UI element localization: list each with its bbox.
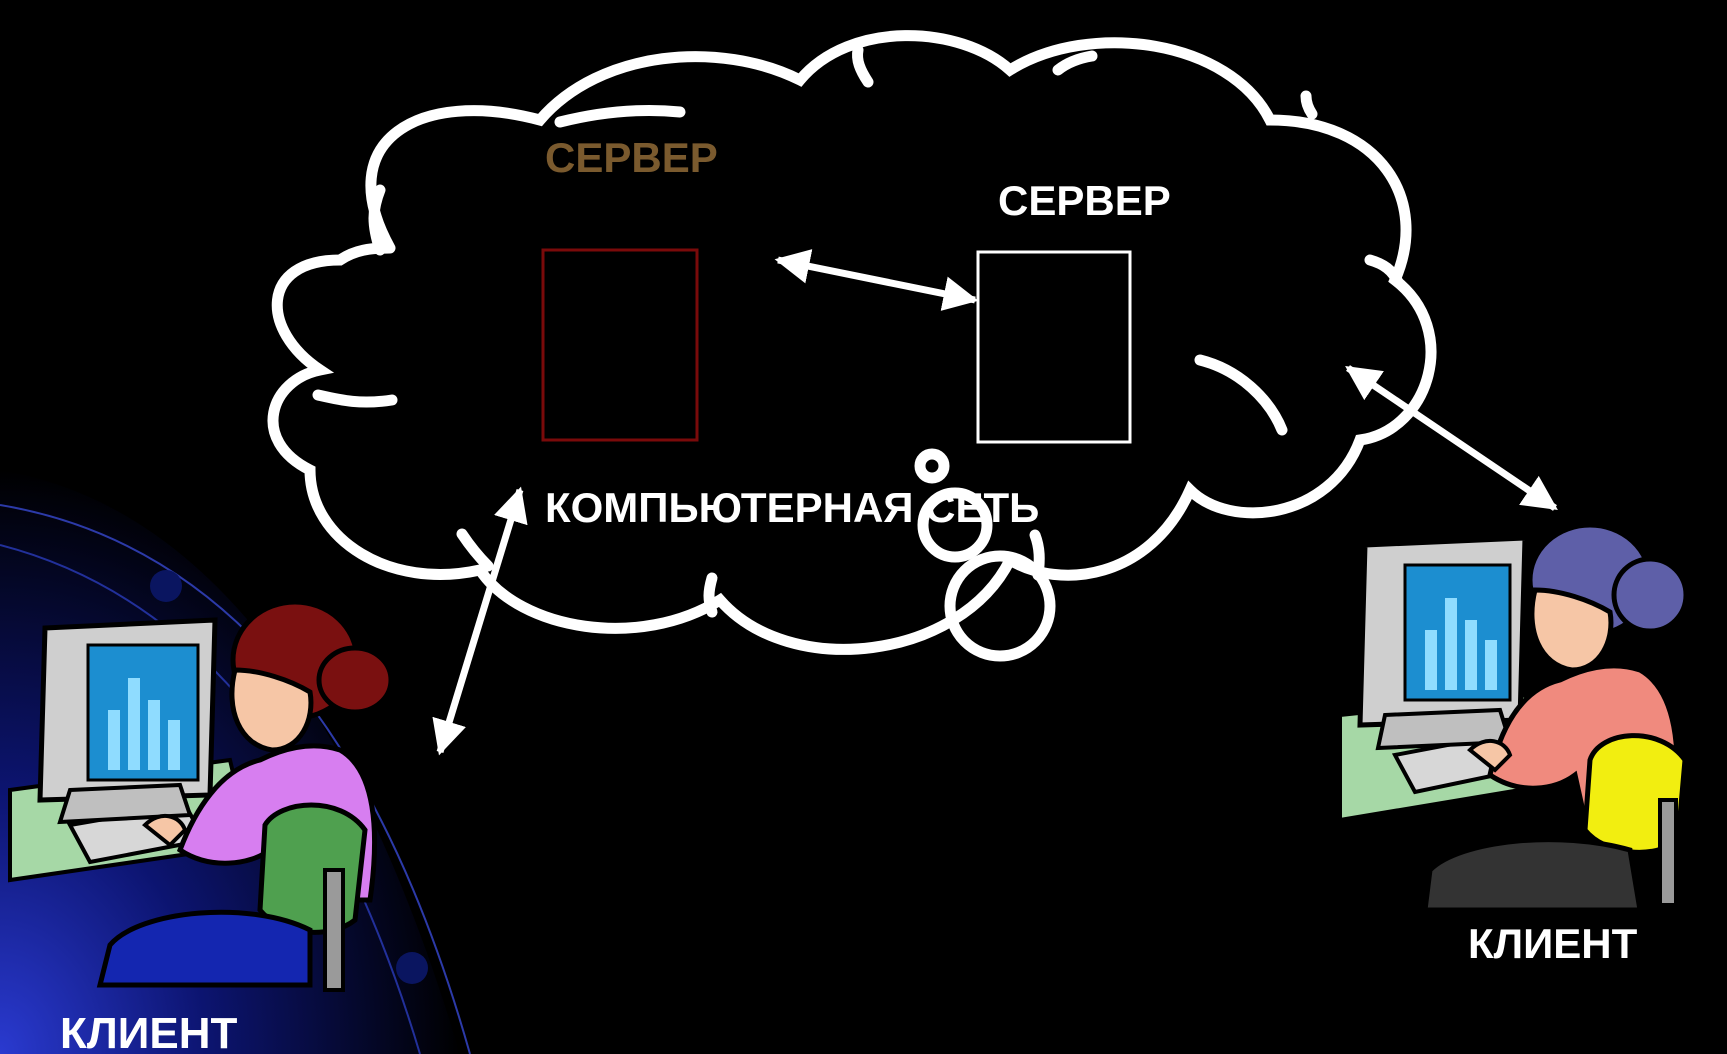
client-left-label: КЛИЕНТ — [60, 1009, 237, 1054]
arrow-server-to-client-right — [1345, 365, 1558, 511]
server-left-label: СЕРВЕР — [545, 134, 718, 181]
arrow-network-to-client-left — [432, 486, 528, 756]
server-box-right — [976, 250, 1132, 444]
arrows — [432, 249, 1558, 756]
network-label: КОМПЬЮТЕРНАЯ СЕТЬ — [545, 484, 1039, 531]
arrow-server-to-server — [774, 249, 979, 311]
woman-at-computer-icon — [8, 599, 394, 992]
client-right-label: КЛИЕНТ — [1468, 920, 1638, 967]
woman-at-computer-icon — [1338, 522, 1689, 913]
thought-bubbles — [914, 448, 1056, 662]
server-right-label: СЕРВЕР — [998, 177, 1171, 224]
server-box-left — [541, 248, 699, 442]
network-cloud-icon — [267, 30, 1437, 655]
